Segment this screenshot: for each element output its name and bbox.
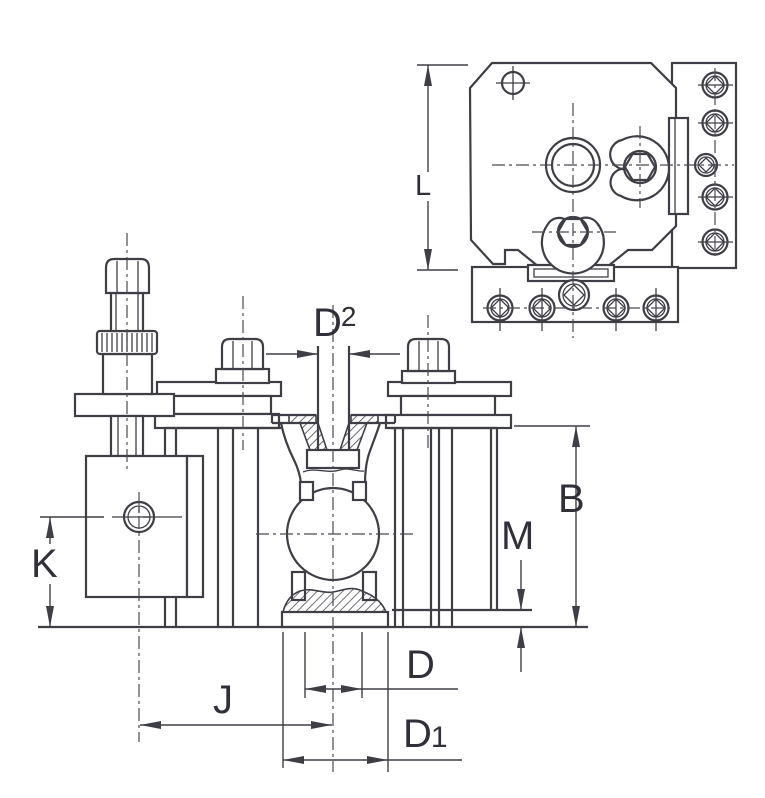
top-plate-left: [155, 380, 283, 398]
d1-subscript: 1: [430, 721, 448, 754]
dimension-d1: [283, 756, 462, 764]
dim-label-m: M: [501, 514, 534, 558]
screw-bottom-center: [557, 278, 591, 312]
screws-right-column: [693, 68, 733, 258]
clamp-bar: [667, 116, 690, 216]
dimension-m: [517, 560, 525, 672]
dim-label-d2: D2: [313, 301, 357, 345]
top-plate-right: [386, 380, 513, 398]
centerlines: [126, 233, 429, 772]
dim-label-d: D: [406, 643, 435, 687]
dimension-d: [305, 685, 458, 693]
center-clamp-top: [270, 346, 397, 484]
dim-label-j: J: [211, 678, 234, 722]
dimension-l: [417, 64, 468, 271]
dim-label-d1: D1: [403, 712, 448, 756]
left-plate: [73, 392, 176, 418]
dim-label-k: K: [29, 542, 59, 586]
d2-superscript: 2: [340, 301, 357, 332]
screws-bottom-row: [483, 278, 670, 331]
front-block: [84, 454, 205, 599]
adjusting-screw-left: [73, 257, 176, 458]
center-clamp-bottom: [280, 570, 390, 629]
extension-lines: [282, 632, 389, 772]
top-view: [417, 61, 738, 338]
dimension-b: [514, 425, 590, 627]
dimension-d2: [266, 350, 400, 358]
dim-label-b: B: [558, 477, 585, 521]
dimension-j: [140, 721, 332, 729]
locating-hole: [496, 66, 530, 100]
dim-label-l: L: [413, 170, 433, 202]
front-view: [38, 233, 590, 772]
clamp-bolt-right: [400, 337, 457, 385]
